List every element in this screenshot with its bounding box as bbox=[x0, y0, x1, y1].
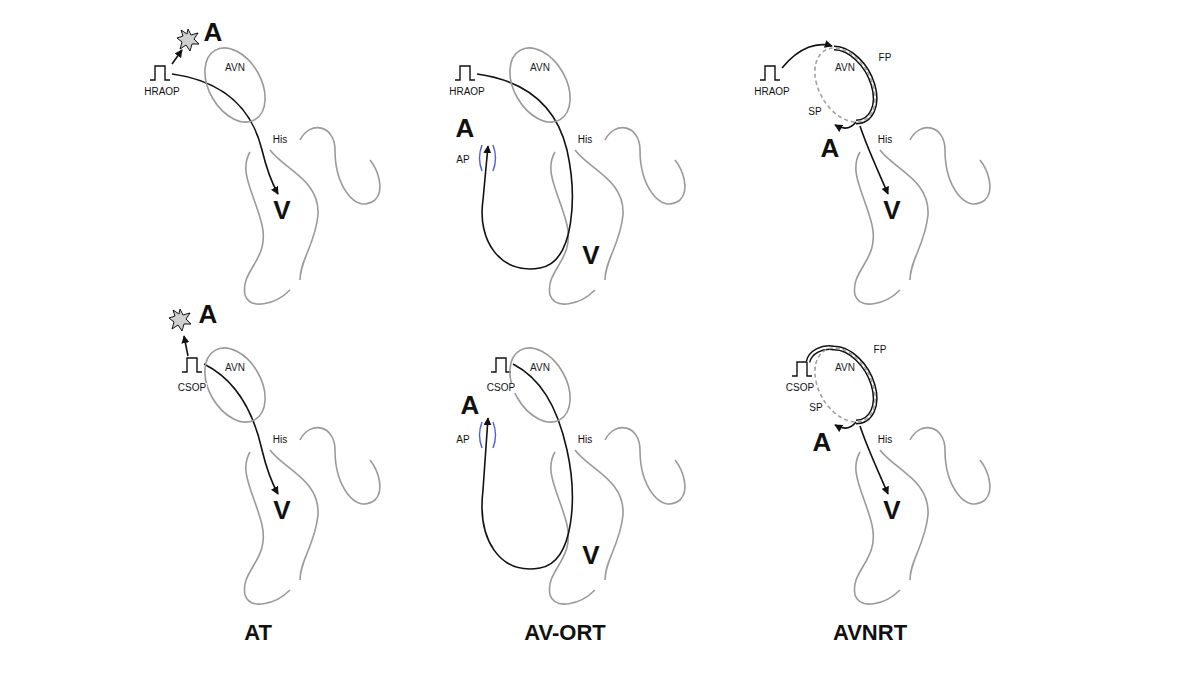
panel-title: AT bbox=[243, 622, 273, 644]
avnrt-circuit bbox=[808, 348, 888, 494]
chamber-letter: V bbox=[882, 197, 901, 223]
av-node-outline bbox=[200, 345, 270, 425]
site-label: HRAOP bbox=[753, 87, 791, 97]
chamber-letter: A bbox=[455, 115, 476, 141]
site-label: HRAOP bbox=[143, 87, 181, 97]
av-node-outline bbox=[505, 45, 575, 125]
chamber-letter: A bbox=[460, 392, 481, 418]
ort-circuit bbox=[480, 364, 573, 569]
node-label: AVN bbox=[810, 362, 880, 374]
chamber-letter: V bbox=[882, 497, 901, 523]
chamber-letter: A bbox=[820, 135, 841, 161]
chamber-letter: V bbox=[272, 197, 291, 223]
av-node-outline bbox=[200, 45, 270, 125]
node-label: AVN bbox=[200, 62, 270, 74]
site-label: SP bbox=[808, 403, 823, 413]
av-node-outline bbox=[810, 345, 880, 425]
at-conduction bbox=[172, 29, 278, 194]
site-label: FP bbox=[873, 345, 888, 355]
av-node-ellipse: AVN bbox=[200, 345, 270, 425]
at-conduction bbox=[169, 309, 278, 494]
av-node-ellipse: AVN bbox=[505, 45, 575, 125]
node-label: AVN bbox=[810, 62, 880, 74]
site-label: HRAOP bbox=[448, 87, 486, 97]
chamber-letter: V bbox=[272, 497, 291, 523]
chamber-letter: V bbox=[581, 542, 600, 568]
site-label: CSOP bbox=[486, 383, 516, 393]
av-node-ellipse: AVN bbox=[810, 345, 880, 425]
av-node-ellipse: AVN bbox=[200, 45, 270, 125]
chamber-letter: A bbox=[203, 19, 224, 45]
panel-title: AVNRT bbox=[832, 622, 908, 644]
pacing-symbol bbox=[150, 66, 812, 376]
chamber-letter: V bbox=[581, 242, 600, 268]
chamber-letter: A bbox=[198, 301, 219, 327]
site-label: CSOP bbox=[177, 383, 207, 393]
site-label: His bbox=[877, 435, 893, 445]
node-label: AVN bbox=[200, 362, 270, 374]
ort-circuit bbox=[477, 74, 572, 269]
site-label: His bbox=[272, 135, 288, 145]
site-label: His bbox=[272, 435, 288, 445]
site-label: CSOP bbox=[785, 383, 815, 393]
site-label: FP bbox=[878, 53, 893, 63]
site-label: SP bbox=[807, 107, 822, 117]
site-label: AP bbox=[455, 155, 470, 165]
panel-title: AV-ORT bbox=[523, 622, 606, 644]
node-label: AVN bbox=[505, 62, 575, 74]
site-label: His bbox=[577, 435, 593, 445]
node-label: AVN bbox=[505, 362, 575, 374]
site-label: His bbox=[877, 135, 893, 145]
heart-outline bbox=[244, 128, 990, 604]
chamber-letter: A bbox=[812, 429, 833, 455]
avnrt-circuit bbox=[782, 45, 888, 194]
site-label: AP bbox=[455, 435, 470, 445]
site-label: His bbox=[577, 135, 593, 145]
